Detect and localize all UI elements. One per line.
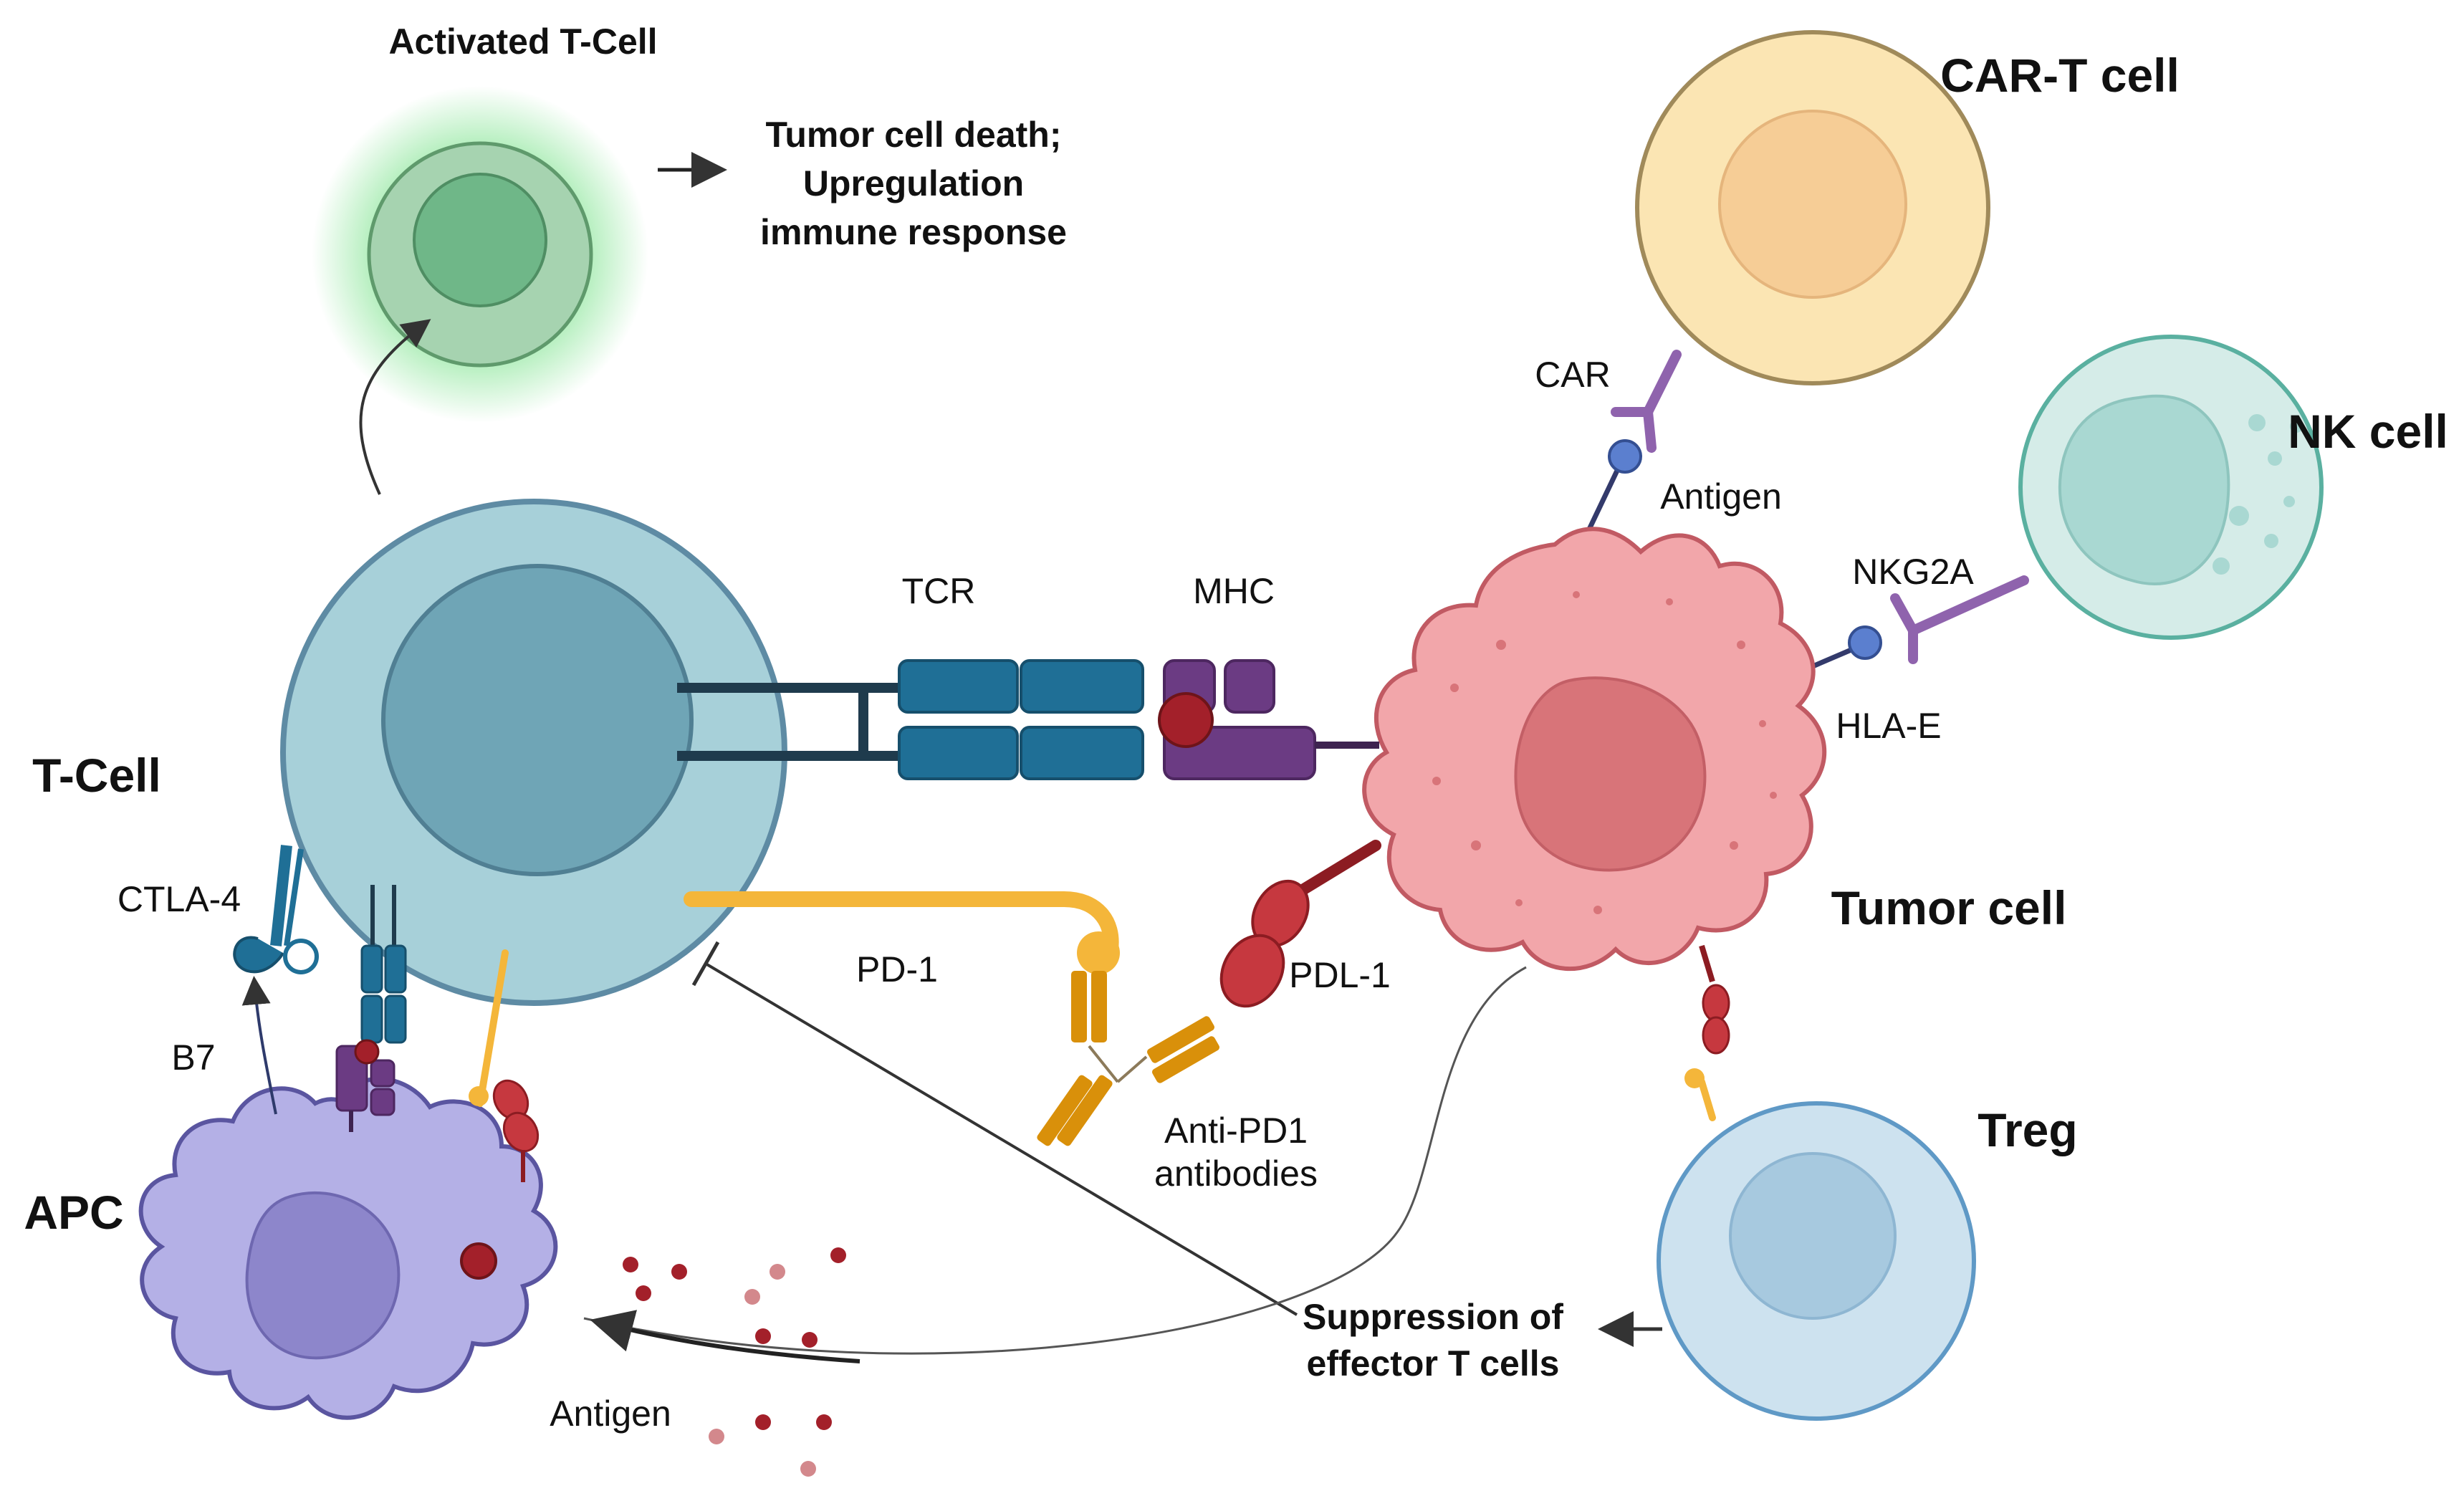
inhibition-bar bbox=[691, 941, 720, 987]
hla-e-label: HLA-E bbox=[1836, 706, 1941, 746]
apc-label: APC bbox=[24, 1186, 123, 1239]
activated-t-cell-label: Activated T-Cell bbox=[388, 21, 657, 62]
apc-pd1-pdl1 bbox=[469, 949, 540, 1182]
tumor-cell-label: Tumor cell bbox=[1831, 881, 2067, 934]
free-antigens bbox=[623, 1247, 846, 1477]
outcome-label-line1: Tumor cell death; bbox=[765, 115, 1061, 155]
pdl1-label: PDL-1 bbox=[1289, 955, 1391, 995]
treg-receptor bbox=[1684, 944, 1730, 1121]
t-cell-label: T-Cell bbox=[32, 749, 161, 802]
nk-cell-label: NK cell bbox=[2288, 405, 2448, 458]
anti-pd1-label-line1: Anti-PD1 bbox=[1164, 1111, 1308, 1151]
mhc-complex bbox=[1158, 659, 1379, 780]
car-label: CAR bbox=[1535, 355, 1611, 395]
nkg2a-receptor bbox=[1890, 575, 2029, 664]
hla-e-icon bbox=[1848, 625, 1882, 660]
car-t-cell bbox=[1635, 30, 1990, 385]
ctla4-label: CTLA-4 bbox=[118, 879, 241, 919]
outcome-label-line2: Upregulation bbox=[803, 163, 1024, 203]
apc-cell bbox=[138, 1076, 558, 1420]
tcr-complex bbox=[677, 659, 1144, 780]
suppression-label-line2: effector T cells bbox=[1307, 1343, 1560, 1384]
anti-pd1-antibody bbox=[1037, 971, 1219, 1146]
t-cell bbox=[280, 499, 787, 1006]
suppression-label-line1: Suppression of bbox=[1303, 1297, 1563, 1337]
anti-pd1-label-line2: antibodies bbox=[1154, 1154, 1318, 1194]
antigen-return-curve bbox=[583, 966, 1527, 1355]
car-t-cell-label: CAR-T cell bbox=[1940, 49, 2180, 102]
b7-ligand bbox=[283, 939, 319, 974]
car-antigen-label: Antigen bbox=[1660, 476, 1782, 517]
mhc-label: MHC bbox=[1193, 571, 1275, 611]
activation-arrow bbox=[359, 319, 431, 495]
apc-tcr-mhc bbox=[335, 885, 407, 1132]
nkg2a-label: NKG2A bbox=[1852, 552, 1974, 592]
inhibition-line bbox=[704, 962, 1298, 1316]
b7-label: B7 bbox=[171, 1037, 215, 1078]
car-receptor bbox=[1611, 350, 1682, 453]
free-antigen-label: Antigen bbox=[550, 1394, 671, 1434]
b7-arrow bbox=[241, 976, 277, 1115]
activated-t-cell bbox=[312, 86, 648, 423]
tcr-label: TCR bbox=[902, 571, 976, 611]
tumor-cell bbox=[1362, 527, 1827, 972]
pd1-head bbox=[1077, 931, 1120, 974]
treg-cell bbox=[1657, 1101, 1976, 1421]
pd1-label: PD-1 bbox=[856, 949, 938, 989]
outcome-label-line3: immune response bbox=[760, 212, 1067, 252]
ctla4-receptor bbox=[233, 845, 304, 974]
pdl1-ligand bbox=[1219, 840, 1381, 1008]
pd1-receptor bbox=[684, 891, 1119, 957]
nk-cell bbox=[2018, 335, 2324, 640]
car-antigen-icon bbox=[1608, 439, 1642, 474]
treg-label: Treg bbox=[1978, 1103, 2077, 1156]
antigen-arrow bbox=[590, 1310, 861, 1363]
